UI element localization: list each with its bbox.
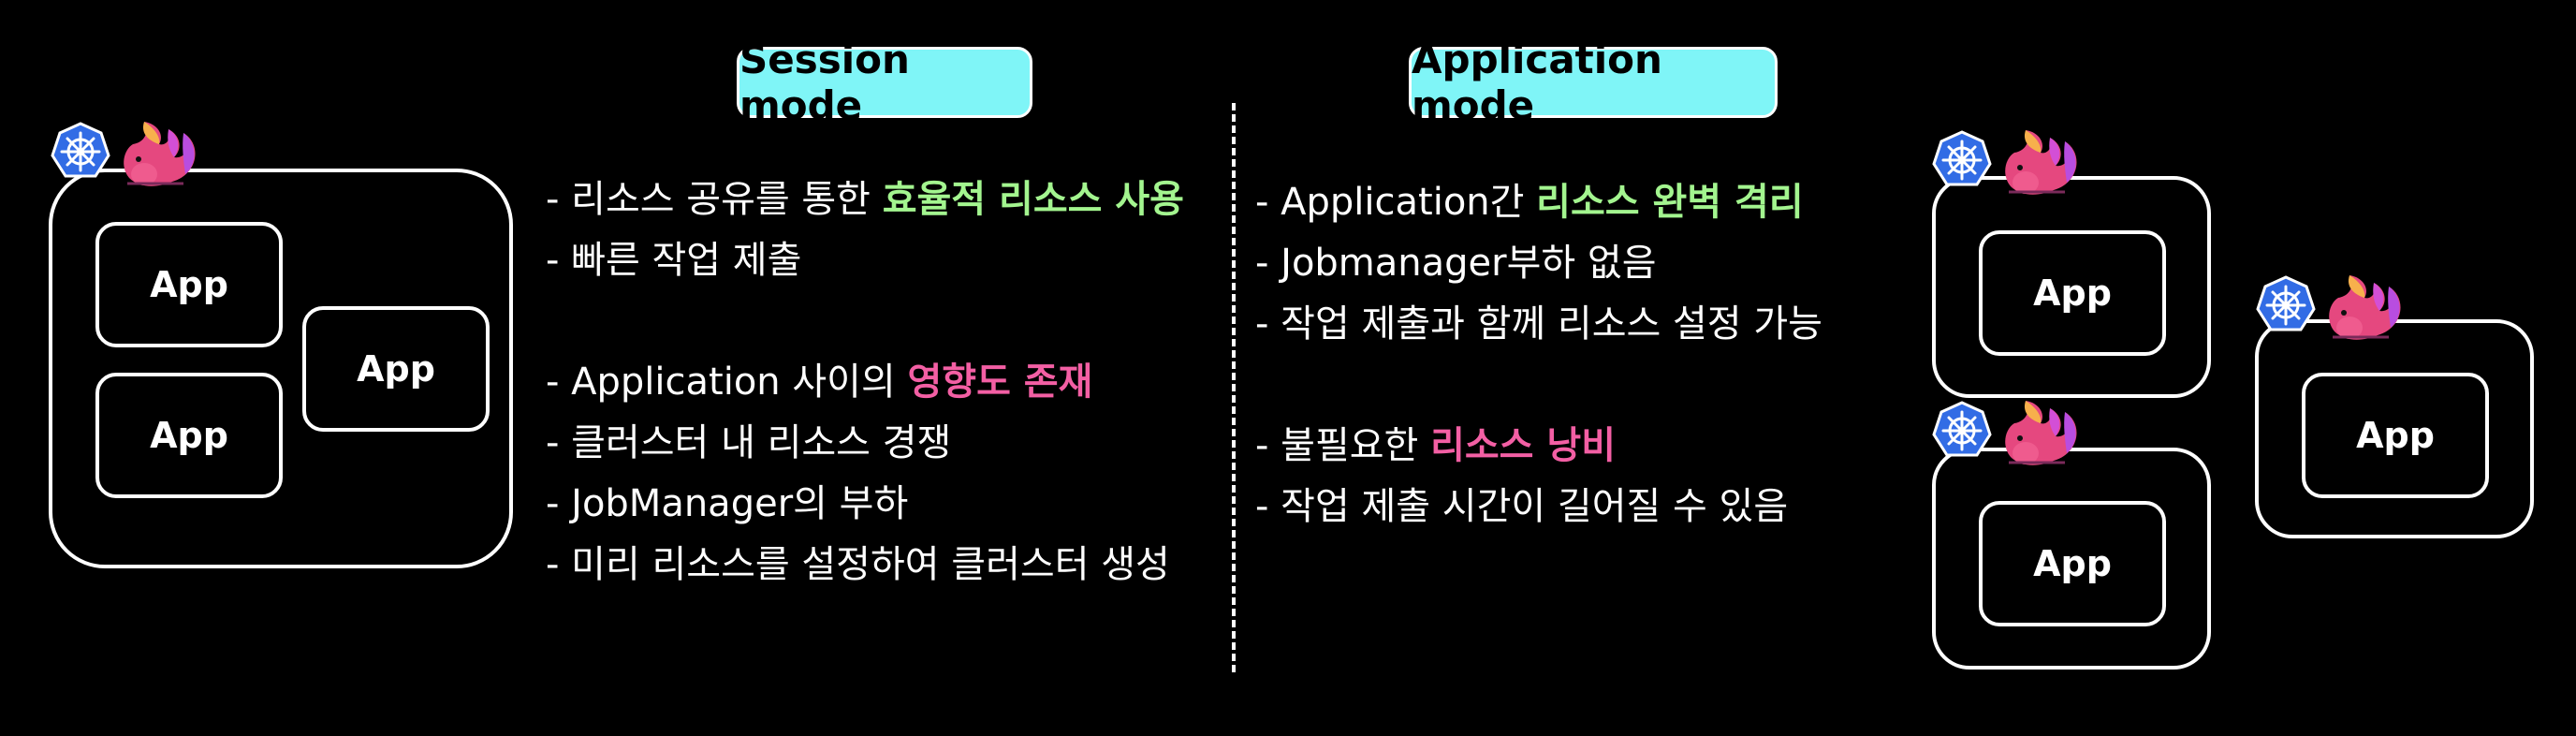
session-app-2: App [95, 373, 283, 498]
negative-highlight: 리소스 낭비 [1430, 424, 1617, 467]
application-app-2: App [1979, 501, 2166, 626]
application-pro-line: - 작업 제출과 함께 리소스 설정 가능 [1255, 302, 1822, 346]
negative-highlight: 영향도 존재 [907, 361, 1093, 404]
kubernetes-icon [1934, 401, 2077, 465]
session-cluster [49, 169, 513, 568]
kubernetes-icon [2258, 275, 2401, 340]
session-con-line: - 미리 리소스를 설정하여 클러스터 생성 [546, 543, 1170, 586]
session-con-line: - Application 사이의 영향도 존재 [546, 361, 1093, 404]
positive-highlight: 리소스 완벽 격리 [1536, 181, 1804, 224]
application-con-line: - 작업 제출 시간이 길어질 수 있음 [1255, 485, 1789, 528]
application-pro-line: - Application간 리소스 완벽 격리 [1255, 181, 1804, 224]
session-app-1: App [95, 222, 283, 347]
application-con-line: - 불필요한 리소스 낭비 [1255, 424, 1617, 467]
session-app-3: App [302, 306, 490, 432]
session-cluster-badge [43, 116, 208, 206]
application-app-1: App [1979, 230, 2166, 356]
session-notes: - 리소스 공유를 통한 효율적 리소스 사용 - 빠른 작업 제출 - App… [546, 169, 1184, 596]
session-mode-title: Session mode [737, 37, 1032, 128]
application-pro-line: - Jobmanager부하 없음 [1255, 242, 1657, 285]
application-cluster-3-badge [2248, 270, 2413, 360]
kubernetes-icon [1934, 130, 2077, 195]
application-cluster-2-badge [1925, 395, 2089, 485]
positive-highlight: 효율적 리소스 사용 [882, 178, 1184, 221]
application-cluster-2 [1932, 448, 2211, 670]
session-con-line: - 클러스터 내 리소스 경쟁 [546, 421, 952, 464]
application-app-3: App [2302, 373, 2489, 498]
application-mode-title: Application mode [1409, 37, 1778, 128]
session-pro-line: - 빠른 작업 제출 [546, 239, 802, 282]
application-cluster-1-badge [1925, 125, 2089, 214]
kubernetes-icon [52, 122, 196, 186]
application-notes: - Application간 리소스 완벽 격리 - Jobmanager부하 … [1255, 172, 1822, 537]
session-con-line: - JobManager의 부하 [546, 482, 909, 525]
mode-divider [1232, 103, 1236, 672]
session-pro-line: - 리소스 공유를 통한 효율적 리소스 사용 [546, 178, 1184, 221]
